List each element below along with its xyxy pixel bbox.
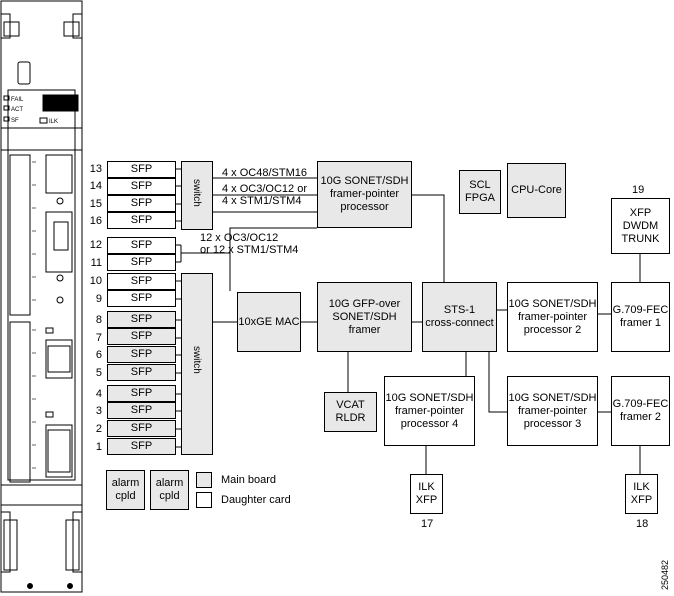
sfp-block: SFP bbox=[107, 420, 176, 437]
sfp-block: SFP bbox=[107, 290, 176, 307]
port-number: 8 bbox=[95, 314, 102, 326]
sfp-block: SFP bbox=[107, 438, 176, 455]
fec-framer-1: G.709-FEC framer 1 bbox=[611, 282, 670, 352]
sfp-block: SFP bbox=[107, 385, 176, 402]
port-number: 1 bbox=[95, 441, 102, 453]
sts1-cross-connect: STS-1 cross-connect bbox=[422, 282, 497, 352]
port-number-18: 18 bbox=[636, 518, 649, 530]
led-label-act: ACT bbox=[11, 107, 23, 113]
led-label-ilk: ILK bbox=[49, 119, 59, 125]
mac-block: 10xGE MAC bbox=[237, 292, 301, 352]
oc48-label: 4 x OC48/STM16 bbox=[222, 167, 307, 179]
sfp-block: SFP bbox=[107, 311, 176, 328]
port-number: 10 bbox=[89, 275, 102, 287]
port-number: 3 bbox=[95, 405, 102, 417]
gfp-framer: 10G GFP-over SONET/SDH framer bbox=[317, 282, 412, 352]
alarm-cpld-2: alarm cpld bbox=[150, 470, 189, 510]
sfp-block: SFP bbox=[107, 195, 176, 212]
switch-label: switch bbox=[191, 346, 202, 374]
sfp-block: SFP bbox=[107, 346, 176, 363]
sonet-framer-top: 10G SONET/SDH framer-pointer processor bbox=[317, 161, 412, 228]
port-number: 16 bbox=[89, 215, 102, 227]
sfp-block: SFP bbox=[107, 237, 176, 254]
port-number-17: 17 bbox=[421, 518, 434, 530]
sfp-block: SFP bbox=[107, 212, 176, 229]
oc3-12x-label: 12 x OC3/OC12 or 12 x STM1/STM4 bbox=[200, 232, 299, 256]
switch-label: switch bbox=[191, 179, 202, 207]
alarm-cpld-1: alarm cpld bbox=[106, 470, 145, 510]
switch-top: switch bbox=[181, 161, 213, 230]
port-number-19: 19 bbox=[632, 184, 645, 196]
sfp-block: SFP bbox=[107, 364, 176, 381]
port-number: 13 bbox=[89, 163, 102, 175]
scl-fpga: SCL FPGA bbox=[459, 170, 501, 214]
vcat-rldr: VCAT RLDR bbox=[324, 392, 377, 432]
xfp-dwdm-trunk: XFP DWDM TRUNK bbox=[611, 198, 670, 254]
sfp-block: SFP bbox=[107, 178, 176, 195]
sonet-processor-2: 10G SONET/SDH framer-pointer processor 2 bbox=[507, 282, 598, 352]
sonet-processor-3: 10G SONET/SDH framer-pointer processor 3 bbox=[507, 376, 598, 446]
port-number: 5 bbox=[95, 367, 102, 379]
port-number: 11 bbox=[90, 257, 102, 269]
sfp-block: SFP bbox=[107, 402, 176, 419]
fec-framer-2: G.709-FEC framer 2 bbox=[611, 376, 670, 446]
figure-id: 250482 bbox=[660, 559, 670, 590]
oc3-oc12-label: 4 x OC3/OC12 or 4 x STM1/STM4 bbox=[222, 183, 307, 207]
port-number: 12 bbox=[89, 239, 102, 251]
port-number: 7 bbox=[95, 332, 102, 344]
port-number: 9 bbox=[95, 293, 102, 305]
switch-bottom: switch bbox=[181, 273, 213, 455]
port-number: 2 bbox=[95, 423, 102, 435]
legend-daughter-card-swatch bbox=[196, 492, 212, 508]
led-label-fail: FAIL bbox=[11, 97, 24, 103]
sfp-block: SFP bbox=[107, 161, 176, 178]
legend-main-board-swatch bbox=[196, 472, 212, 488]
sfp-block: SFP bbox=[107, 273, 176, 290]
sfp-block: SFP bbox=[107, 254, 176, 271]
sonet-processor-4: 10G SONET/SDH framer-pointer processor 4 bbox=[384, 376, 475, 446]
ilk-xfp-18: ILK XFP bbox=[625, 474, 658, 514]
sfp-block: SFP bbox=[107, 328, 176, 345]
cpu-core: CPU-Core bbox=[507, 163, 566, 218]
led-label-sf: SF bbox=[11, 118, 19, 124]
ilk-xfp-17: ILK XFP bbox=[410, 474, 443, 514]
legend-main-board-label: Main board bbox=[221, 474, 277, 486]
port-number: 6 bbox=[95, 349, 102, 361]
legend-daughter-card-label: Daughter card bbox=[221, 494, 291, 506]
port-number: 14 bbox=[89, 180, 102, 192]
port-number: 4 bbox=[95, 388, 102, 400]
port-number: 15 bbox=[89, 198, 102, 210]
